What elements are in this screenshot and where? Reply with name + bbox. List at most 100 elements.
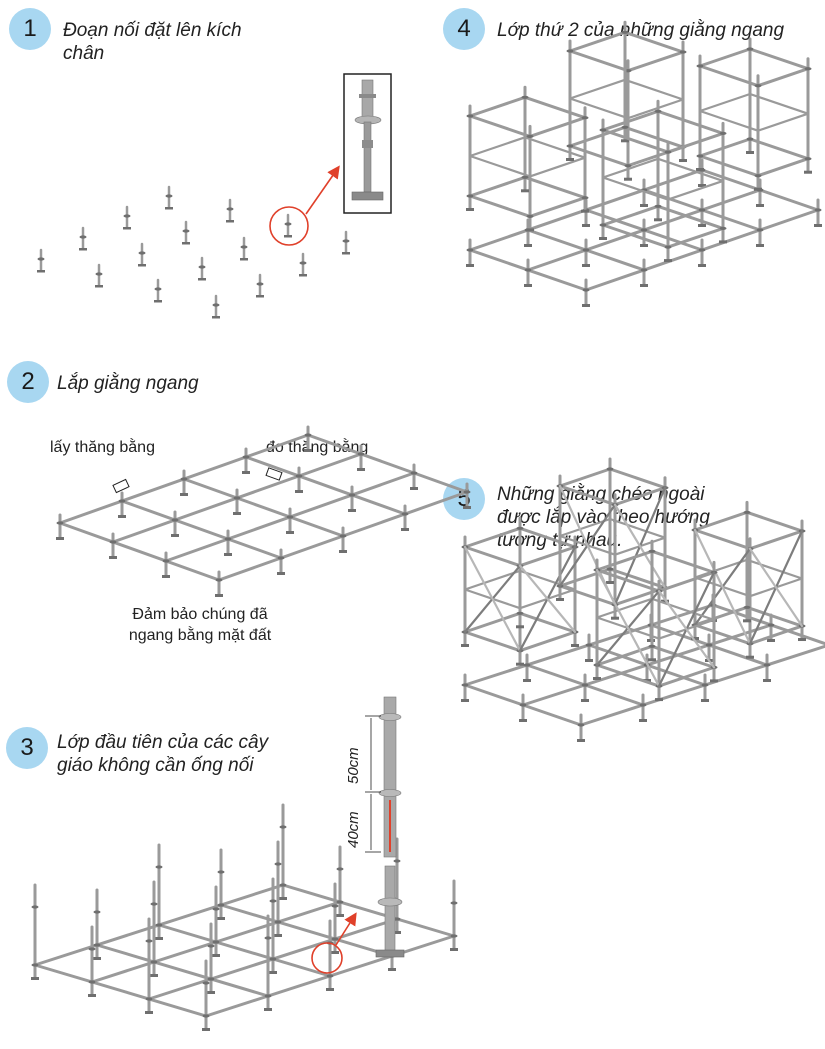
rosette bbox=[212, 907, 220, 911]
base-plate bbox=[269, 971, 277, 974]
ledger-pipe bbox=[601, 157, 660, 179]
base-plate bbox=[88, 994, 96, 997]
step-2-title: Lắp giằng ngang bbox=[57, 372, 199, 395]
rosette bbox=[581, 196, 589, 200]
ledger-pipe bbox=[463, 526, 522, 549]
base-plate bbox=[691, 637, 699, 640]
rosette bbox=[696, 64, 704, 68]
rosette bbox=[336, 900, 344, 904]
rosette bbox=[466, 248, 474, 252]
rosette bbox=[336, 867, 344, 871]
base-plate bbox=[519, 719, 527, 722]
base-plate bbox=[401, 528, 409, 531]
rosette bbox=[463, 490, 471, 494]
ledger-pipe bbox=[626, 50, 685, 73]
base-plate bbox=[466, 264, 474, 267]
rosette bbox=[145, 939, 153, 943]
rosette bbox=[256, 282, 264, 286]
base-plate bbox=[393, 931, 401, 934]
rosette bbox=[295, 474, 303, 478]
base-plate bbox=[754, 187, 762, 191]
ledger-pipe bbox=[528, 156, 587, 178]
rosette bbox=[162, 559, 170, 563]
standard-detail-drawing bbox=[375, 696, 405, 958]
ledger-pipe bbox=[568, 125, 627, 148]
ledger-pipe bbox=[568, 144, 630, 168]
ledger-pipe bbox=[748, 137, 810, 161]
base-plate bbox=[581, 699, 589, 702]
rosette bbox=[155, 923, 163, 927]
rosette bbox=[526, 214, 534, 218]
ledger-pipe bbox=[558, 517, 612, 538]
rosette bbox=[746, 137, 754, 141]
diagonal-brace bbox=[693, 528, 752, 645]
jack-base bbox=[154, 300, 162, 303]
base-plate bbox=[585, 659, 593, 662]
diagonal-brace bbox=[463, 545, 522, 652]
base-plate bbox=[180, 493, 188, 496]
base-plate bbox=[56, 537, 64, 540]
rosette bbox=[182, 229, 190, 233]
ledger-pipe bbox=[756, 67, 810, 88]
ledger-pipe bbox=[756, 157, 810, 178]
rosette bbox=[648, 549, 656, 553]
callout-arrow bbox=[335, 912, 357, 946]
rosette bbox=[624, 164, 632, 168]
spirit-level-right-icon bbox=[265, 467, 283, 481]
rosette bbox=[521, 175, 529, 179]
base-plate bbox=[582, 264, 590, 267]
rosette bbox=[171, 518, 179, 522]
step-4-title: Lớp thứ 2 của những giằng ngang bbox=[497, 19, 784, 42]
rosette bbox=[226, 207, 234, 211]
base-plate bbox=[639, 719, 647, 722]
rosette bbox=[269, 957, 277, 961]
base-plate bbox=[304, 449, 312, 452]
jack-base bbox=[212, 316, 220, 319]
rosette bbox=[814, 208, 822, 212]
base-plate bbox=[698, 264, 706, 267]
ledger-pipe bbox=[595, 549, 654, 572]
ledger-pipe bbox=[281, 883, 456, 938]
base-plate bbox=[516, 625, 524, 629]
rosette bbox=[326, 974, 334, 978]
ledger-pipe bbox=[601, 109, 660, 132]
rosette bbox=[79, 235, 87, 239]
base-plate bbox=[571, 644, 579, 647]
ledger-pipe bbox=[463, 545, 522, 568]
base-plate bbox=[582, 304, 590, 307]
rosette bbox=[118, 499, 126, 503]
rosette bbox=[269, 899, 277, 903]
diagonal-brace bbox=[613, 503, 667, 589]
callout-circle bbox=[269, 206, 309, 246]
base-plate bbox=[606, 581, 614, 584]
rosette bbox=[150, 902, 158, 906]
ledger-pipe bbox=[745, 558, 804, 580]
base-plate bbox=[109, 556, 117, 559]
base-plate bbox=[599, 237, 607, 240]
ledger-pipe bbox=[693, 528, 752, 551]
jack-base bbox=[240, 258, 248, 261]
rosette bbox=[719, 131, 727, 135]
callout-arrow bbox=[305, 165, 340, 215]
ledger-pipe bbox=[468, 114, 532, 138]
rosette bbox=[585, 643, 593, 647]
rosette bbox=[516, 611, 524, 615]
rosette bbox=[450, 934, 458, 938]
rosette bbox=[582, 288, 590, 292]
base-plate bbox=[655, 698, 663, 702]
rosette bbox=[746, 47, 754, 51]
ledger-pipe bbox=[693, 605, 749, 627]
rosette bbox=[95, 272, 103, 276]
jack-base bbox=[123, 227, 131, 230]
dimension-lower: 40cm bbox=[345, 811, 362, 848]
ledger-pipe bbox=[523, 136, 587, 159]
ledger-pipe bbox=[518, 545, 577, 568]
step-2-badge: 2 bbox=[7, 361, 49, 403]
rosette bbox=[88, 980, 96, 984]
rosette bbox=[240, 245, 248, 249]
rosette bbox=[521, 95, 529, 99]
rosette bbox=[450, 901, 458, 905]
step-4-badge: 4 bbox=[443, 8, 485, 50]
ledger-pipe bbox=[698, 92, 752, 113]
rosette bbox=[466, 114, 474, 118]
